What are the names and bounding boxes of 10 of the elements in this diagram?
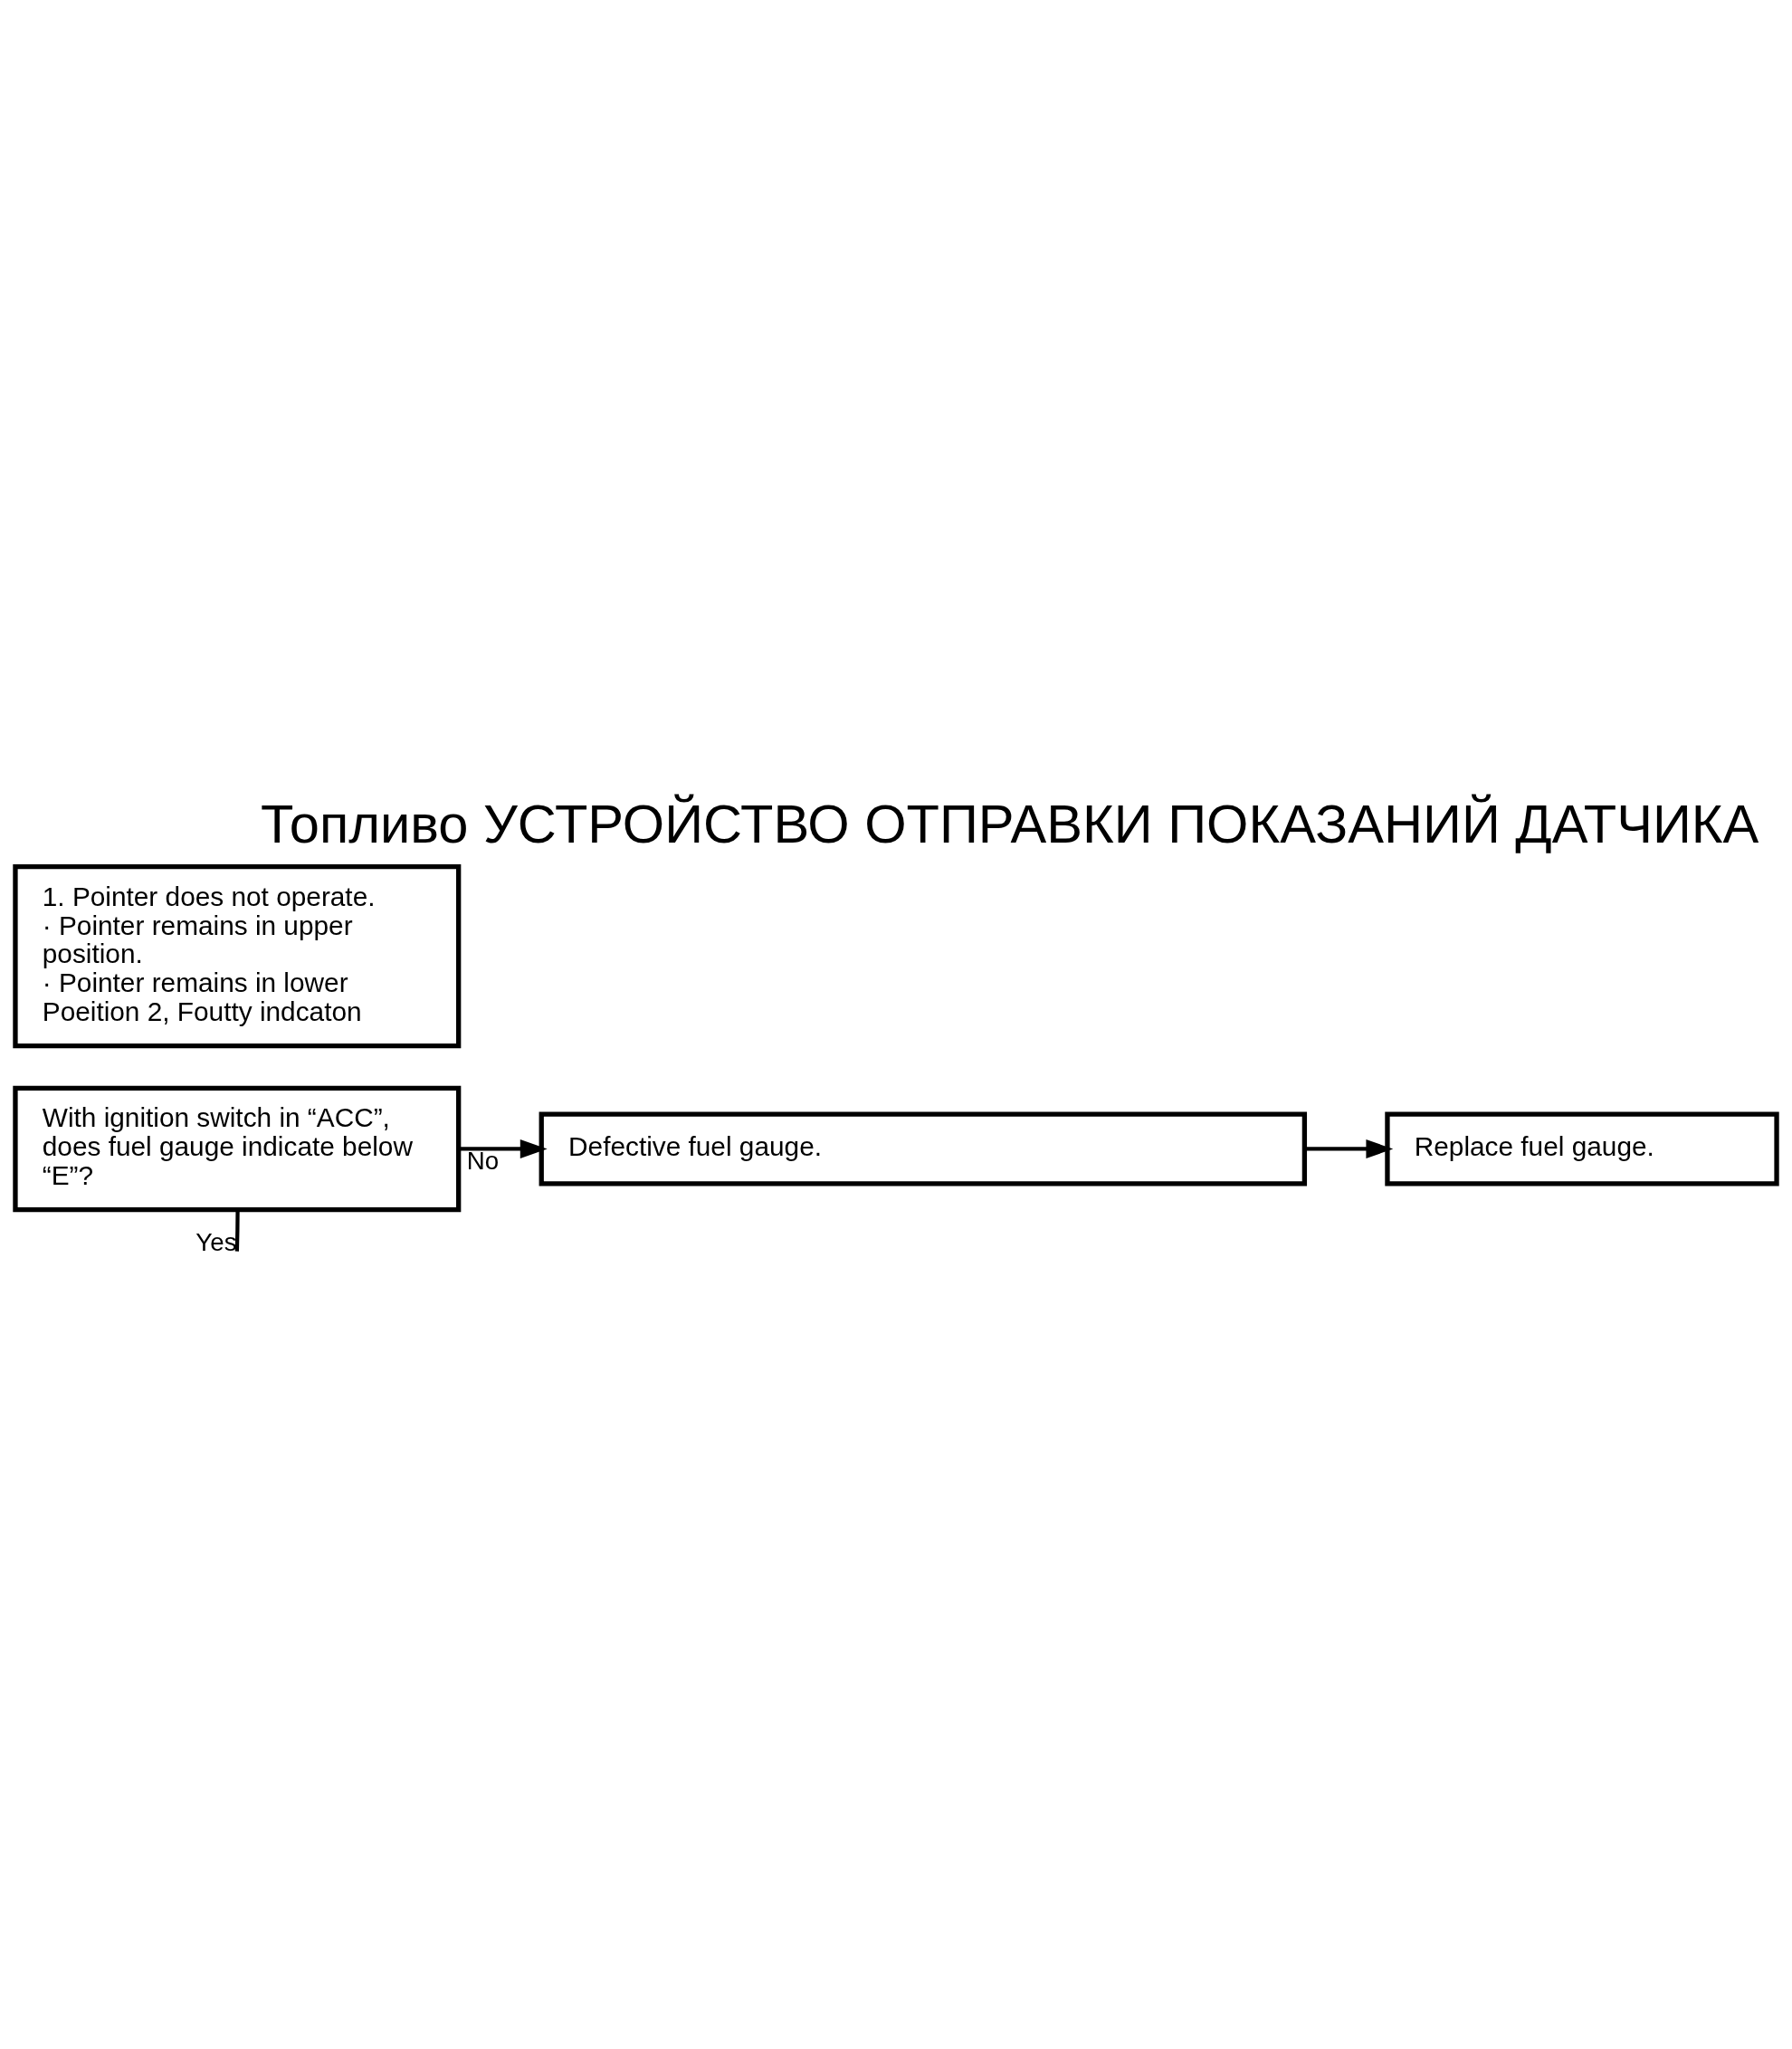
arrow bbox=[459, 1139, 548, 1158]
node-box: Replace fuel gauge. bbox=[1385, 1111, 1779, 1187]
arrow bbox=[1305, 1139, 1394, 1158]
edge-label: Yes bbox=[195, 1227, 237, 1256]
node-box: Defective fuel gauge. bbox=[539, 1111, 1308, 1187]
node-box: With ignition switch in “ACC”, does fuel gauge indicate below “E”? bbox=[13, 1085, 462, 1213]
connector bbox=[234, 1209, 240, 1252]
node-box: 1. Pointer does not operate. · Pointer remains in upper position. · Pointer remains in lower Poeition 2, Foutty indcaton bbox=[13, 863, 462, 1049]
edge-label: No bbox=[466, 1146, 500, 1175]
diagram-title: Топливо УСТРОЙСТВО ОТПРАВКИ ПОКАЗАНИЙ ДАТЧИКА bbox=[261, 793, 1759, 854]
